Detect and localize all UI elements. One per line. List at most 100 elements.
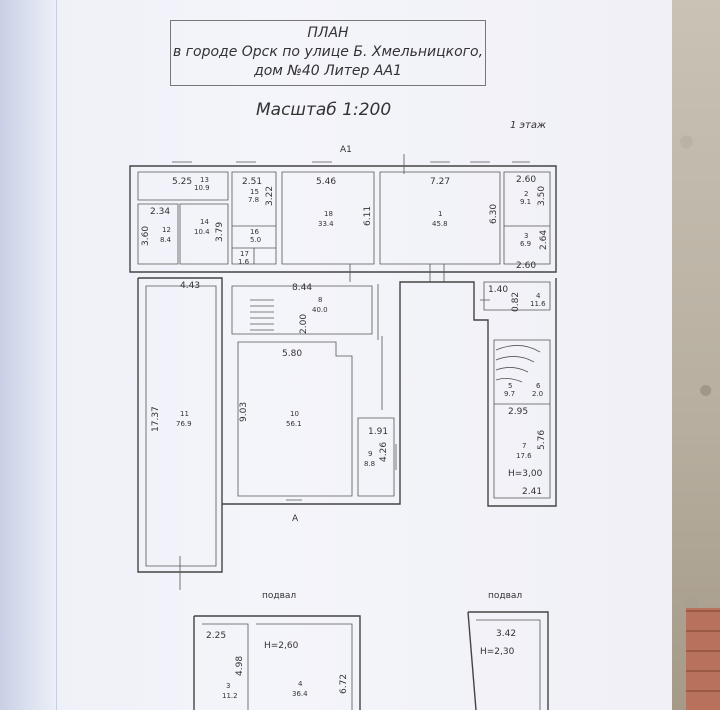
dim: 5.46	[316, 177, 336, 187]
dim: 2.60	[516, 261, 536, 271]
dim: H=2,30	[480, 647, 515, 657]
door-marks-lower	[179, 299, 490, 590]
svg-text:12: 12	[162, 226, 171, 234]
room-18: 18 33.4	[318, 210, 334, 228]
svg-text:10.9: 10.9	[194, 184, 210, 192]
dim: 3.22	[265, 186, 275, 206]
dim: 2.00	[299, 314, 309, 334]
room-1: 145.8	[432, 210, 448, 228]
svg-text:33.4: 33.4	[318, 220, 334, 228]
dim: 3.79	[215, 222, 225, 242]
room-17: 171.6	[238, 250, 250, 266]
dim: 1.40	[488, 285, 508, 295]
room-12: 128.4	[160, 226, 172, 244]
dim: 6.30	[489, 204, 499, 224]
svg-text:36.4: 36.4	[292, 690, 308, 698]
svg-text:2.0: 2.0	[532, 390, 543, 398]
svg-text:1.6: 1.6	[238, 258, 250, 266]
svg-text:16: 16	[250, 228, 259, 236]
svg-text:3: 3	[226, 682, 230, 690]
room-15: 157.8	[248, 188, 259, 204]
svg-text:7.8: 7.8	[248, 196, 259, 204]
outer-wall-lower	[137, 277, 557, 573]
dim: 3.50	[537, 186, 547, 206]
dim: 2.34	[150, 207, 170, 217]
basement-left-outline	[193, 615, 361, 710]
room-7: 717.6	[516, 442, 532, 460]
dim: 1.91	[368, 427, 388, 437]
svg-text:7: 7	[522, 442, 526, 450]
room-3: 36.9	[520, 232, 531, 248]
room-11: 11 76.9	[176, 410, 192, 428]
room-10: 10 56.1	[286, 410, 302, 428]
svg-text:8.4: 8.4	[160, 236, 172, 244]
dim: 17.37	[151, 406, 161, 432]
dim: 9.03	[239, 402, 249, 422]
svg-text:11: 11	[180, 410, 189, 418]
room-9: 98.8	[364, 450, 375, 468]
left-page-edge	[0, 0, 57, 710]
partition-walls-lower	[145, 281, 551, 567]
partition-walls-upper	[137, 171, 551, 265]
svg-text:2: 2	[524, 190, 528, 198]
svg-text:9.1: 9.1	[520, 198, 531, 206]
svg-text:6: 6	[536, 382, 541, 390]
title-line-1: ПЛАН	[307, 25, 349, 41]
dim: 4.98	[235, 656, 245, 676]
dim: 5.25	[172, 177, 192, 187]
scale-label: Масштаб 1:200	[256, 100, 392, 120]
letter-a1: А1	[340, 145, 352, 155]
dim: 4.43	[180, 281, 200, 291]
svg-text:40.0: 40.0	[312, 306, 328, 314]
svg-text:9.7: 9.7	[504, 390, 515, 398]
dim: 3.60	[141, 226, 151, 246]
basement-room-4: 436.4	[292, 680, 308, 698]
floor-plan: А1 А подвал подвал 5.25 2.51 5.46 7.27 2…	[129, 145, 557, 710]
svg-text:17.6: 17.6	[516, 452, 532, 460]
dim: 2.95	[508, 407, 528, 417]
dim: 4.26	[379, 442, 389, 462]
svg-text:3: 3	[524, 232, 528, 240]
svg-text:15: 15	[250, 188, 259, 196]
dim: 2.60	[516, 175, 536, 185]
svg-text:8.8: 8.8	[364, 460, 375, 468]
floor-label: 1 этаж	[510, 120, 546, 131]
room-6: 62.0	[532, 382, 543, 398]
brick-floor-background	[686, 608, 720, 710]
stone-wall-background	[672, 0, 720, 710]
dim: 5.76	[537, 430, 547, 450]
svg-text:4: 4	[298, 680, 303, 688]
window-marks	[172, 154, 530, 282]
svg-text:6.9: 6.9	[520, 240, 531, 248]
dim: 7.27	[430, 177, 450, 187]
title-block: ПЛАН в городе Орск по улице Б. Хмельницк…	[170, 20, 486, 86]
svg-text:5.0: 5.0	[250, 236, 261, 244]
svg-text:4: 4	[536, 292, 541, 300]
basement-left-rooms	[202, 623, 353, 710]
basement-room-3: 311.2	[222, 682, 238, 700]
dim: 8.44	[292, 283, 312, 293]
basement-label-right: подвал	[488, 591, 522, 601]
basement-right-room	[476, 619, 541, 710]
svg-text:11.2: 11.2	[222, 692, 238, 700]
svg-text:56.1: 56.1	[286, 420, 302, 428]
dim: 2.51	[242, 177, 262, 187]
svg-text:5: 5	[508, 382, 512, 390]
svg-text:45.8: 45.8	[432, 220, 448, 228]
svg-text:11.6: 11.6	[530, 300, 546, 308]
title-line-3: дом №40 Литер АА1	[254, 63, 402, 79]
svg-text:76.9: 76.9	[176, 420, 192, 428]
outer-wall-upper	[129, 165, 557, 273]
title-line-2: в городе Орск по улице Б. Хмельницкого,	[172, 44, 484, 60]
dim: 2.64	[539, 230, 549, 250]
svg-text:10: 10	[290, 410, 299, 418]
svg-text:18: 18	[324, 210, 333, 218]
dim: 2.41	[522, 487, 542, 497]
room-16: 165.0	[250, 228, 261, 244]
dim: H=2,60	[264, 641, 299, 651]
dim: 6.11	[363, 206, 373, 226]
dim: 0.82	[511, 292, 521, 312]
room-5: 59.7	[504, 382, 515, 398]
